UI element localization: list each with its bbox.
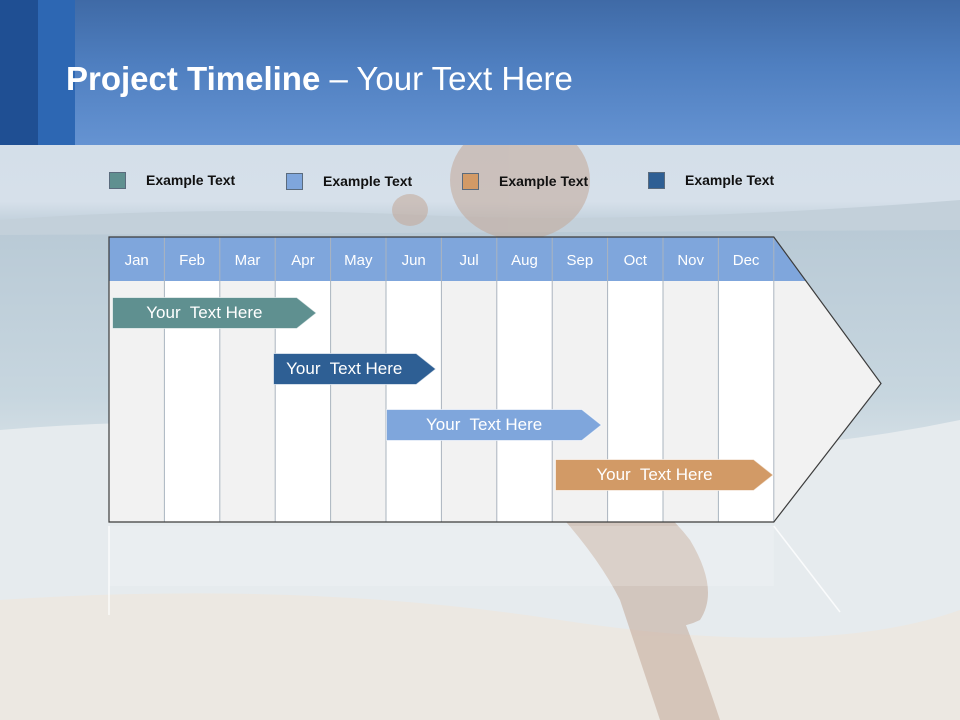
- legend-item: Example Text: [462, 171, 588, 191]
- legend-swatch: [648, 171, 665, 189]
- legend-item: Example Text: [648, 170, 774, 190]
- task-bar-label: Your Text Here: [286, 359, 403, 378]
- month-label: Mar: [235, 252, 261, 269]
- month-label: Nov: [677, 252, 704, 269]
- header-band: Project Timeline – Your Text Here: [0, 0, 960, 145]
- header-stripe-dark: [0, 0, 38, 145]
- reflection-line: [773, 525, 841, 613]
- month-header-band: [109, 237, 806, 281]
- task-bar-arrow: [272, 353, 436, 385]
- month-label: Apr: [291, 252, 314, 269]
- task-bar: Your Text Here: [555, 459, 774, 491]
- reflection-fill: [109, 526, 774, 586]
- task-bar-shape: [555, 459, 774, 491]
- task-bar-shape: [272, 353, 436, 385]
- legend-label: Example Text: [499, 173, 589, 189]
- legend-item: Example Text: [286, 171, 412, 191]
- month-label: Dec: [733, 252, 760, 269]
- month-label: Jan: [125, 252, 149, 269]
- legend-item: Example Text: [109, 170, 235, 190]
- legend-label: Example Text: [323, 173, 413, 189]
- task-bar: Your Text Here: [112, 297, 317, 329]
- month-label: Jul: [460, 252, 479, 269]
- legend-label: Example Text: [685, 172, 775, 188]
- month-column: [441, 281, 497, 522]
- task-bar: Your Text Here: [386, 409, 603, 441]
- month-label: May: [344, 252, 373, 269]
- header-stripe-medium: [38, 0, 75, 145]
- task-bar: Your Text Here: [272, 353, 436, 385]
- task-bar-label: Your Text Here: [426, 415, 543, 434]
- task-bar-shape: [386, 409, 603, 441]
- task-bar-arrow: [112, 297, 317, 329]
- task-bar-shape: [112, 297, 317, 329]
- legend-label: Example Text: [146, 172, 236, 188]
- page-title-bold: Project Timeline: [66, 60, 321, 97]
- task-bar-arrow: [386, 409, 603, 441]
- legend-swatch: [109, 171, 126, 189]
- month-column: [386, 281, 442, 522]
- month-label: Oct: [624, 252, 648, 269]
- timeline-outline: [108, 236, 882, 523]
- task-bar-label: Your Text Here: [596, 465, 713, 484]
- page-title-rest: – Your Text Here: [320, 60, 573, 97]
- month-column: [330, 281, 386, 522]
- month-label: Feb: [179, 252, 205, 269]
- month-column: [496, 281, 553, 522]
- month-label: Aug: [511, 252, 538, 269]
- month-label: Jun: [402, 252, 426, 269]
- task-bar-label: Your Text Here: [146, 303, 263, 322]
- legend-swatch: [462, 172, 479, 190]
- legend-swatch: [286, 172, 303, 190]
- page-title: Project Timeline – Your Text Here: [66, 60, 573, 98]
- task-bar-arrow: [555, 459, 774, 491]
- month-label: Sep: [567, 252, 594, 269]
